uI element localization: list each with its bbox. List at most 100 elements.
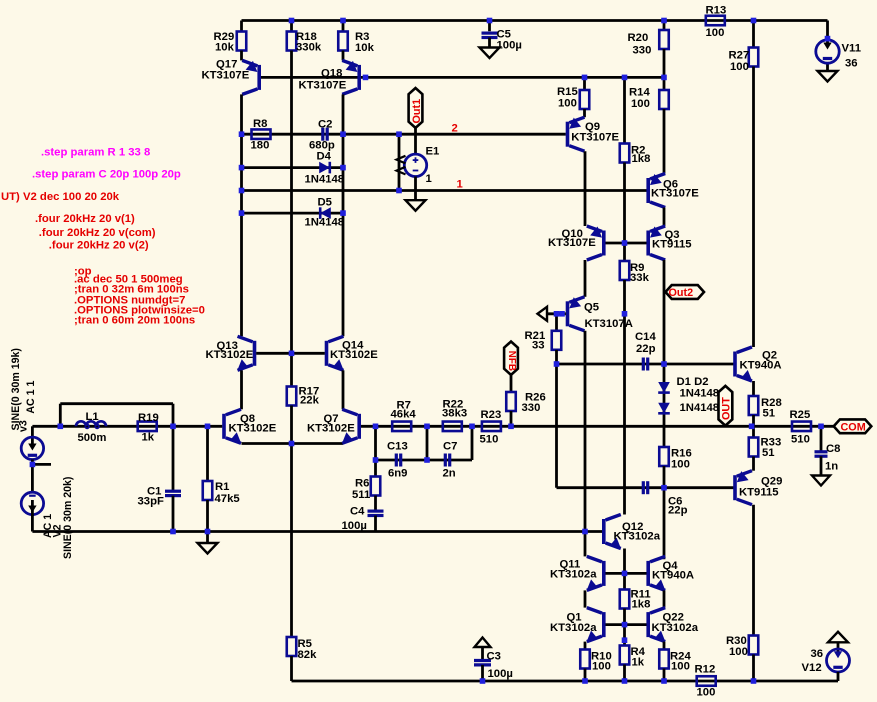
- svg-text:R26: R26: [525, 392, 546, 404]
- svg-text:Out2: Out2: [669, 287, 694, 299]
- svg-text:.ac dec 50 1 500meg: .ac dec 50 1 500meg: [74, 273, 183, 285]
- svg-text:R27: R27: [729, 50, 750, 62]
- svg-text:KT9115: KT9115: [652, 238, 692, 250]
- svg-text:C13: C13: [387, 441, 408, 453]
- svg-text:510: 510: [791, 434, 810, 446]
- svg-text:510: 510: [480, 434, 499, 446]
- svg-text:R1: R1: [215, 481, 229, 493]
- svg-text:511: 511: [352, 489, 370, 501]
- svg-text:100: 100: [671, 661, 690, 673]
- svg-text:51: 51: [763, 408, 776, 420]
- svg-text:R7: R7: [397, 400, 411, 412]
- svg-text:V2: V2: [52, 524, 64, 537]
- svg-text:.OPTIONS plotwinsize=0: .OPTIONS plotwinsize=0: [74, 304, 205, 316]
- svg-text:D1 D2: D1 D2: [677, 376, 709, 388]
- svg-text:1: 1: [426, 173, 432, 185]
- svg-text:330: 330: [633, 45, 652, 57]
- svg-text:KT3107E: KT3107E: [548, 237, 596, 249]
- svg-text:C4: C4: [350, 506, 365, 518]
- svg-text:100: 100: [730, 61, 749, 73]
- svg-text:2: 2: [452, 123, 458, 135]
- svg-text:Q1: Q1: [567, 612, 582, 624]
- svg-text:100µ: 100µ: [497, 40, 522, 52]
- svg-text:2n: 2n: [443, 468, 456, 480]
- svg-text:V12: V12: [802, 662, 822, 674]
- svg-text:Q10: Q10: [562, 228, 583, 240]
- svg-text:Q3: Q3: [665, 229, 680, 241]
- svg-text:COM: COM: [841, 421, 866, 433]
- svg-text:;op: ;op: [74, 265, 92, 277]
- svg-text:R30: R30: [726, 635, 747, 647]
- svg-text:22k: 22k: [300, 395, 320, 407]
- svg-text:Q11: Q11: [560, 559, 581, 571]
- svg-text:AC 1: AC 1: [42, 514, 54, 538]
- svg-text:1N4148: 1N4148: [305, 217, 345, 229]
- svg-text:500m: 500m: [78, 432, 107, 444]
- svg-text:C2: C2: [318, 119, 332, 131]
- svg-text:R6: R6: [355, 478, 369, 490]
- svg-text:33pF: 33pF: [138, 496, 164, 508]
- svg-text:C1: C1: [147, 486, 161, 498]
- svg-text:SINE(0 30m 20k): SINE(0 30m 20k): [62, 477, 74, 559]
- svg-text:1k: 1k: [142, 432, 155, 444]
- svg-text:v3: v3: [18, 420, 30, 432]
- svg-text:KT3102a: KT3102a: [550, 569, 597, 581]
- svg-text:R13: R13: [706, 5, 727, 17]
- svg-text:R18: R18: [296, 31, 317, 43]
- svg-text:Q29: Q29: [761, 476, 782, 488]
- svg-text:46k4: 46k4: [391, 409, 417, 421]
- svg-text:.step param R 1 33 8: .step param R 1 33 8: [41, 147, 150, 159]
- svg-text:E1: E1: [426, 146, 440, 158]
- svg-text:R5: R5: [298, 638, 312, 650]
- svg-text:38k3: 38k3: [442, 408, 467, 420]
- svg-text:36: 36: [811, 648, 824, 660]
- svg-text:KT3102E: KT3102E: [206, 349, 254, 361]
- svg-text:R23: R23: [481, 409, 502, 421]
- svg-text:100: 100: [631, 98, 650, 110]
- svg-text:Q5: Q5: [584, 302, 599, 314]
- svg-text:.four 20kHz 20 v(com): .four 20kHz 20 v(com): [39, 227, 156, 239]
- svg-text:KT3107E: KT3107E: [299, 80, 347, 92]
- svg-text:KT3102a: KT3102a: [614, 531, 661, 543]
- svg-text:KT940A: KT940A: [652, 570, 694, 582]
- svg-text:;tran 0 60m 20m 100ns: ;tran 0 60m 20m 100ns: [74, 314, 195, 326]
- svg-text:AC 1 1: AC 1 1: [25, 381, 37, 414]
- svg-text:KT3107E: KT3107E: [651, 187, 699, 199]
- svg-text:KT3102E: KT3102E: [229, 423, 277, 435]
- svg-text:SINE(0 30m 19k): SINE(0 30m 19k): [10, 348, 22, 430]
- svg-text:100: 100: [706, 27, 725, 39]
- svg-text:R4: R4: [631, 646, 646, 658]
- svg-text:R28: R28: [761, 397, 782, 409]
- svg-text:Q2: Q2: [762, 350, 777, 362]
- svg-text:KT3102E: KT3102E: [330, 349, 378, 361]
- svg-text:33k: 33k: [630, 272, 650, 284]
- svg-text:100µ: 100µ: [342, 520, 367, 532]
- svg-text:6n9: 6n9: [388, 468, 407, 480]
- svg-text:R19: R19: [138, 412, 159, 424]
- svg-text:R33: R33: [761, 437, 782, 449]
- svg-text:330: 330: [522, 402, 541, 414]
- svg-text:100: 100: [729, 646, 748, 658]
- svg-text:D5: D5: [318, 197, 332, 209]
- svg-text:51: 51: [762, 447, 775, 459]
- svg-text:R16: R16: [671, 448, 692, 460]
- svg-text:100µ: 100µ: [488, 668, 513, 680]
- svg-text:UT) V2 dec 100 20 20k: UT) V2 dec 100 20 20k: [1, 191, 120, 203]
- svg-text:C14: C14: [635, 331, 656, 343]
- svg-text:100: 100: [671, 459, 690, 471]
- svg-text:OUT: OUT: [721, 397, 733, 420]
- svg-text:180: 180: [251, 140, 270, 152]
- svg-text:100: 100: [558, 98, 577, 110]
- svg-text:100: 100: [697, 687, 716, 699]
- svg-text:R24: R24: [670, 651, 691, 663]
- svg-text:C5: C5: [497, 29, 511, 41]
- svg-text:Q12: Q12: [622, 521, 643, 533]
- svg-text:KT3107E: KT3107E: [571, 132, 619, 144]
- svg-text:.four 20kHz 20 v(1): .four 20kHz 20 v(1): [35, 213, 135, 225]
- svg-text:KT3107A: KT3107A: [585, 318, 633, 330]
- svg-text:C6: C6: [668, 496, 682, 508]
- svg-text:1n: 1n: [825, 461, 838, 473]
- svg-text:22p: 22p: [668, 505, 688, 517]
- svg-text:.OPTIONS numdgt=7: .OPTIONS numdgt=7: [74, 294, 185, 306]
- svg-text:100: 100: [592, 661, 611, 673]
